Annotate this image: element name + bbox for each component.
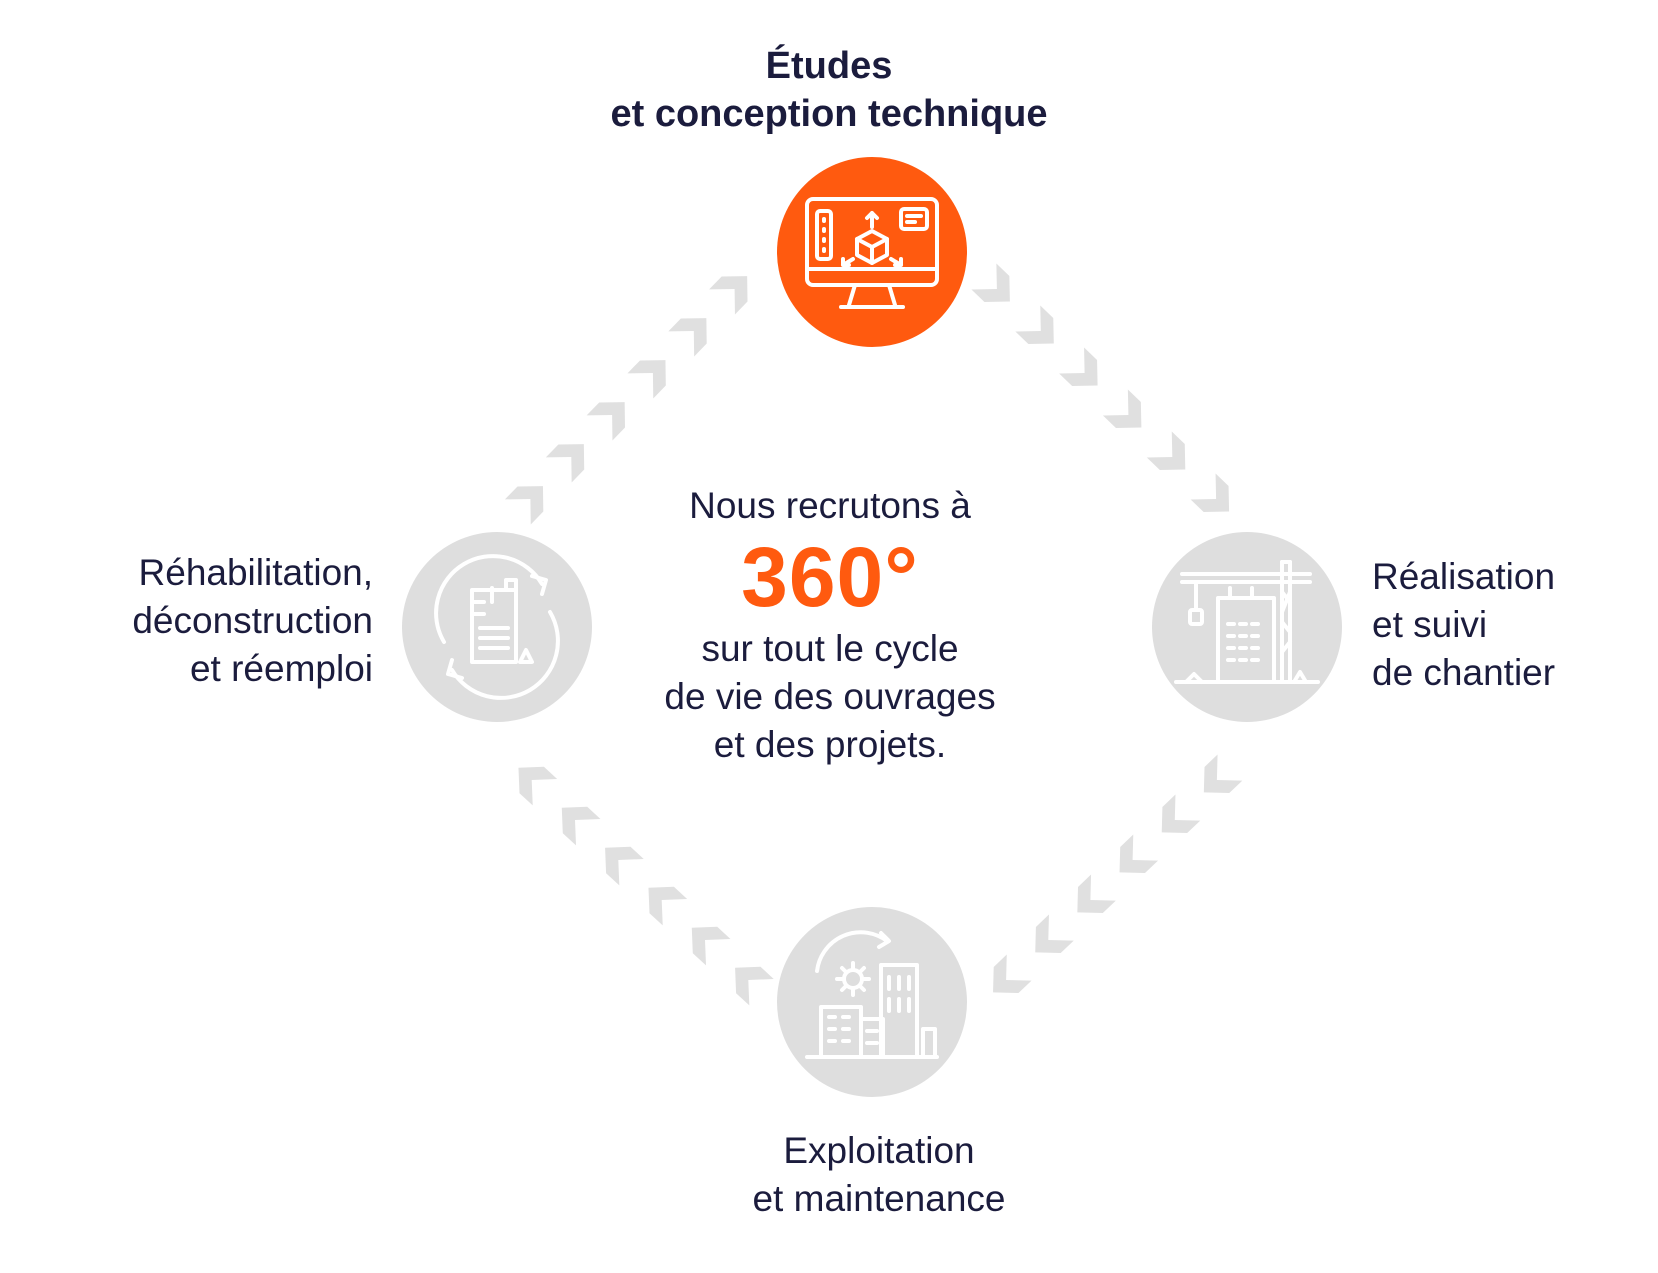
chevron-arrow-icon bbox=[1102, 389, 1142, 428]
label-etudes: Études et conception technique bbox=[529, 42, 1129, 138]
label-etudes-line-2: et conception technique bbox=[610, 93, 1048, 135]
label-realisation-line-3: de chantier bbox=[1372, 652, 1556, 693]
label-etudes-line-1: Études bbox=[765, 45, 893, 87]
chevron-arrow-icon bbox=[605, 846, 644, 886]
chevron-arrow-icon bbox=[1203, 754, 1243, 794]
center-line-3: et des projets. bbox=[713, 724, 947, 765]
chevron-arrow-icon bbox=[1190, 473, 1230, 512]
chevron-arrow-icon bbox=[735, 966, 774, 1006]
chevron-arrow-icon bbox=[627, 360, 666, 399]
chevron-arrow-icon bbox=[518, 766, 558, 806]
label-rehabilitation-line-2: déconstruction bbox=[132, 600, 373, 641]
center-highlight: 360° bbox=[741, 530, 919, 624]
chevron-arrow-icon bbox=[971, 263, 1010, 302]
chevron-arrow-icon bbox=[1059, 347, 1098, 386]
chevron-arrow-icon bbox=[561, 806, 601, 846]
center-intro: Nous recrutons à bbox=[689, 485, 971, 526]
label-realisation: Réalisation et suivi de chantier bbox=[1372, 553, 1555, 697]
chevron-arrow-icon bbox=[586, 402, 626, 441]
label-exploitation-line-2: et maintenance bbox=[752, 1178, 1006, 1219]
chevron-arrow-icon bbox=[504, 486, 544, 525]
chevron-arrow-icon bbox=[668, 318, 707, 357]
node-rehabilitation bbox=[402, 532, 592, 722]
chevron-arrow-icon bbox=[545, 444, 585, 483]
label-rehabilitation-line-1: Réhabilitation, bbox=[138, 552, 373, 593]
label-realisation-line-2: et suivi bbox=[1372, 604, 1488, 645]
chevron-arrow-icon bbox=[648, 886, 688, 926]
label-rehabilitation-line-3: et réemploi bbox=[189, 648, 373, 689]
construction-crane-building-icon bbox=[1174, 560, 1320, 684]
recycle-building-icon bbox=[434, 554, 560, 700]
label-rehabilitation: Réhabilitation, déconstruction et réempl… bbox=[20, 549, 373, 693]
node-realisation bbox=[1152, 532, 1342, 722]
chevron-arrow-icon bbox=[993, 954, 1032, 994]
chevron-arrow-icon bbox=[1161, 794, 1201, 834]
node-etudes bbox=[777, 157, 967, 347]
center-line-2: de vie des ouvrages bbox=[664, 676, 996, 717]
label-realisation-line-1: Réalisation bbox=[1372, 556, 1556, 597]
chevron-arrow-icon bbox=[1146, 431, 1186, 470]
node-exploitation bbox=[777, 907, 967, 1097]
label-exploitation-line-1: Exploitation bbox=[783, 1130, 975, 1171]
chevron-arrow-icon bbox=[1015, 305, 1054, 344]
chevron-arrow-icon bbox=[1035, 914, 1074, 954]
center-message: Nous recrutons à 360° sur tout le cycle … bbox=[580, 483, 1080, 769]
label-exploitation: Exploitation et maintenance bbox=[679, 1127, 1079, 1223]
chevron-arrow-icon bbox=[691, 926, 731, 966]
building-gear-maintenance-icon bbox=[805, 930, 939, 1059]
chevron-arrow-icon bbox=[1119, 834, 1159, 874]
computer-monitor-3d-design-icon bbox=[805, 197, 939, 309]
chevron-arrow-icon bbox=[709, 276, 748, 315]
center-line-1: sur tout le cycle bbox=[701, 628, 959, 669]
chevron-arrow-icon bbox=[1077, 874, 1116, 914]
